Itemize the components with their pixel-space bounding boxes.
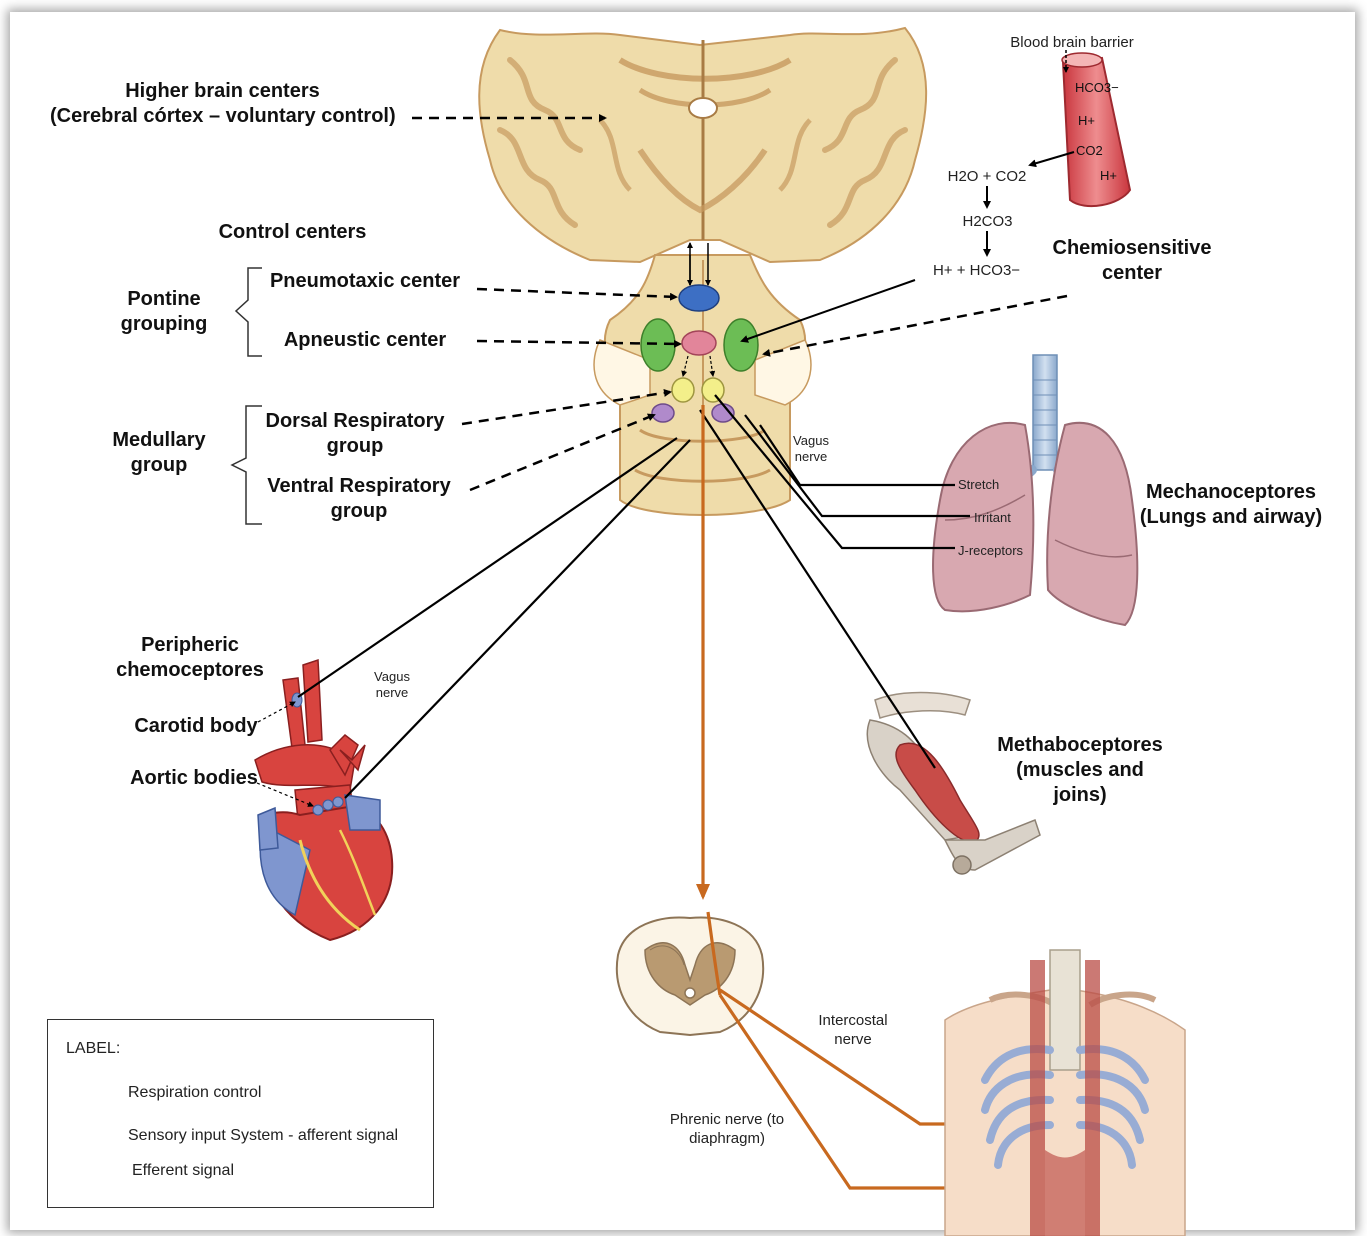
bbb-label: Blood brain barrier [992,34,1152,53]
vessel-h1: H+ [1078,113,1095,128]
pontine-label: Pontine grouping [112,287,216,337]
legend-item-efferent: Efferent signal [132,1162,234,1180]
medullary-label: Medullary group [104,428,214,478]
vessel-h2: H+ [1100,168,1117,183]
chemosensitive-right [724,319,758,371]
higher-brain-title: Higher brain centers [50,79,395,104]
higher-brain-label: Higher brain centers (Cerebral córtex – … [50,79,395,129]
dorsal-group-right [702,378,724,402]
brackets [232,268,262,524]
aortic-label: Aortic bodies [122,766,266,791]
legend-item-sensory-input: Sensory input System - afferent signal [128,1127,398,1145]
dorsal-label: Dorsal Respiratory group [262,409,448,459]
ventral-group-left [652,404,674,422]
equation-3: H+ + HCO3− [924,262,1029,281]
irritant-label: Irritant [974,510,1029,526]
apneustic-label: Apneustic center [275,328,455,353]
pneumotaxic-label: Pneumotaxic center [265,269,465,294]
intercostal-label: Intercostal nerve [808,1012,898,1050]
vagus-upper-label: Vagus nerve [786,433,836,466]
stretch-label: Stretch [958,477,1013,493]
carotid-label: Carotid body [128,714,264,739]
metaboceptores-label: Methaboceptores (muscles and joins) [990,733,1170,808]
chemiosensitive-label: Chemiosensitive center [1042,236,1222,286]
vessel-hco3: HCO3− [1075,80,1119,95]
equation-1: H2O + CO2 [932,168,1042,187]
mechanoceptores-label: Mechanoceptores (Lungs and airway) [1136,480,1326,530]
legend-box: LABEL: Respiration control Sensory input… [47,1019,434,1208]
heart-illustration [255,660,392,940]
ventral-label: Ventral Respiratory group [262,474,456,524]
peripheric-label: Peripheric chemoceptores [110,633,270,683]
equation-2: H2CO3 [950,213,1025,232]
apneustic-nucleus [682,331,716,355]
control-centers-label: Control centers [210,220,375,245]
higher-brain-sub: (Cerebral córtex – voluntary control) [50,104,395,129]
legend-title: LABEL: [66,1040,120,1058]
pneumotaxic-nucleus [679,285,719,311]
thorax-illustration [945,950,1185,1236]
phrenic-label: Phrenic nerve (to diaphragm) [662,1111,792,1149]
j-receptors-label: J-receptors [958,543,1033,559]
vessel-co2: CO2 [1076,143,1103,158]
dorsal-group-left [672,378,694,402]
spinal-cord-illustration [617,917,763,1035]
vagus-lower-label: Vagus nerve [367,669,417,702]
legend-item-respiration-control: Respiration control [128,1084,261,1102]
